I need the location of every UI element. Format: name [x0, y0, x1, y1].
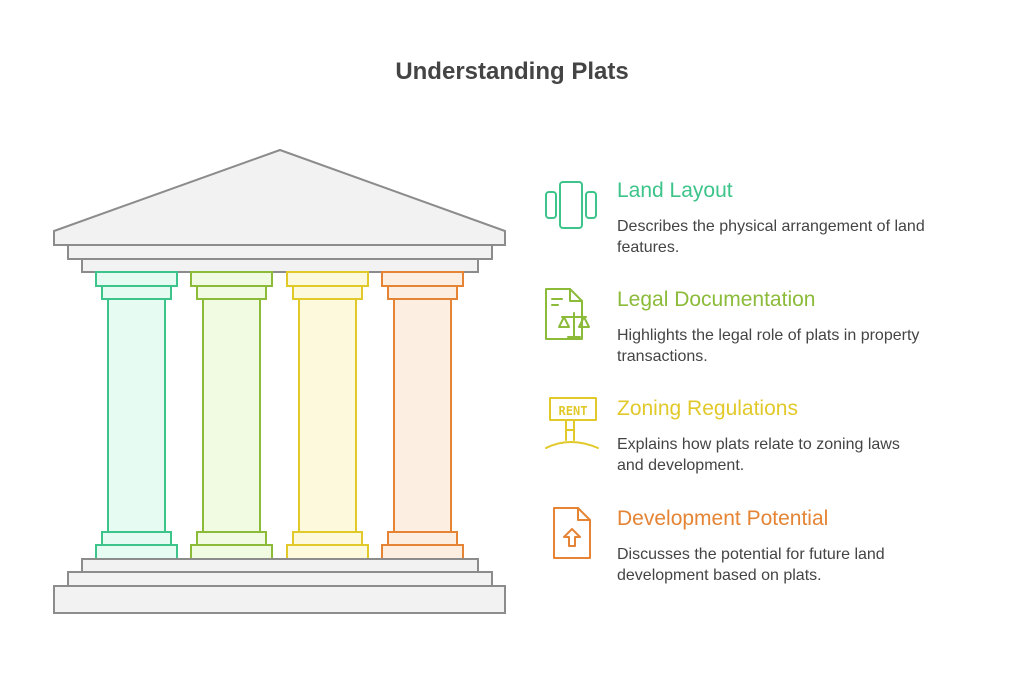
house-document-icon [553, 507, 591, 559]
legal-document-scales-icon [545, 288, 590, 340]
item-heading: Development Potential [617, 507, 829, 530]
item-heading: Zoning Regulations [617, 397, 798, 420]
column-orange [381, 271, 464, 560]
temple-architrave-upper [67, 244, 493, 260]
item-description: Discusses the potential for future land … [617, 546, 885, 584]
temple-architrave-lower [81, 258, 479, 273]
rent-sign-icon: RENT [545, 397, 599, 449]
temple-base-bottom [53, 585, 506, 614]
rent-sign-text: RENT [559, 404, 588, 418]
item-description: Highlights the legal role of plats in pr… [617, 327, 920, 365]
column-green [95, 271, 178, 560]
temple-base-middle [67, 571, 493, 587]
page-title: Understanding Plats [395, 58, 629, 85]
map-fold-icon [545, 181, 597, 229]
item-description: Describes the physical arrangement of la… [617, 218, 925, 256]
column-yellow [286, 271, 369, 560]
item-heading: Legal Documentation [617, 288, 816, 311]
temple-base-top [81, 558, 479, 573]
temple-roof [53, 148, 506, 246]
item-heading: Land Layout [617, 179, 733, 202]
column-lime [190, 271, 273, 560]
item-description: Explains how plats relate to zoning laws… [617, 436, 900, 474]
